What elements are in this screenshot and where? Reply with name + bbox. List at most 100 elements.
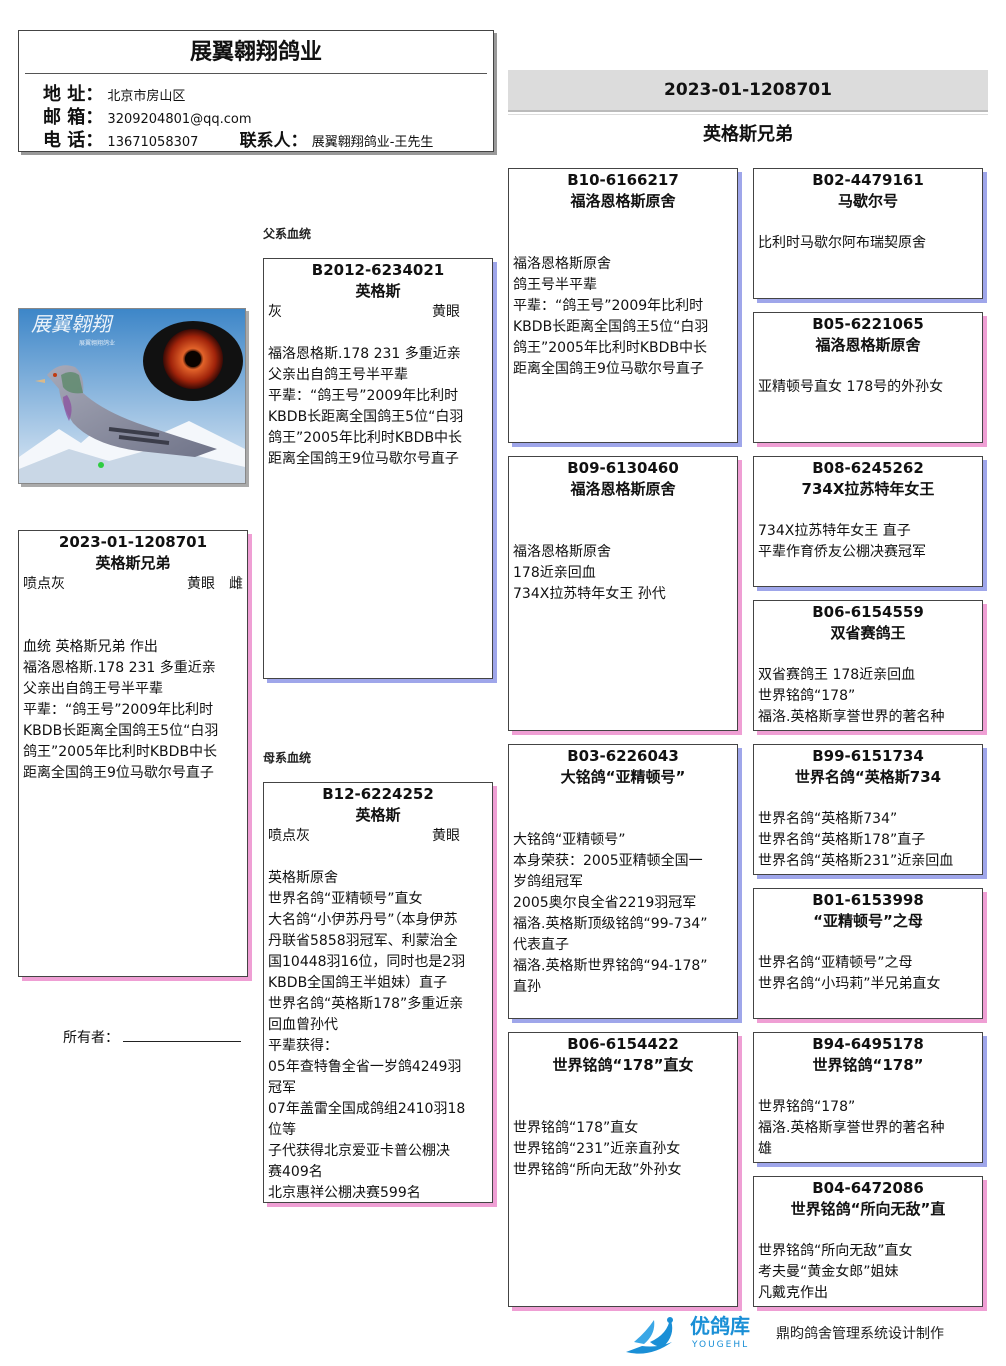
email-row: 邮 箱： 3209204801@qq.com — [43, 107, 493, 130]
great-grandparent-desc: 双省赛鸽王 178近亲回血 世界铭鸽“178” 福洛.英格斯享誉世界的著名种 — [754, 665, 982, 728]
great-grandparent-ring: B94-6495178 — [754, 1034, 982, 1055]
top-pigeon-name: 英格斯兄弟 — [508, 122, 988, 148]
dam-card: B12-6224252 英格斯 喷点灰 黄眼 英格斯原舍 世界名鸽“亚精顿号”直… — [263, 782, 493, 1203]
great-grandparent-ring: B08-6245262 — [754, 458, 982, 479]
great-grandparent-card: B08-6245262 734X拉苏特年女王 734X拉苏特年女王 直子 平辈作… — [753, 456, 983, 587]
great-grandparent-desc: 734X拉苏特年女王 直子 平辈作育侨友公棚决赛冠军 — [754, 521, 982, 563]
great-grandparent-card: B01-6153998 “亚精顿号”之母 世界名鸽“亚精顿号”之母 世界名鸽“小… — [753, 888, 983, 1019]
grandparent-name: 大铭鸽“亚精顿号” — [509, 767, 737, 788]
great-grandparent-desc: 世界铭鸽“所向无敌”直女 考夫曼“黄金女郎”姐妹 凡戴克作出 — [754, 1241, 982, 1304]
subject-ring: 2023-01-1208701 — [19, 532, 247, 553]
owner-label: 所有者： — [63, 1030, 119, 1046]
address-row: 地 址： 北京市房山区 — [43, 84, 493, 107]
great-grandparent-card: B02-4479161 马歇尔号 比利时马歇尔阿布瑞契原舍 — [753, 168, 983, 299]
great-grandparent-name: 双省赛鸽王 — [754, 623, 982, 644]
great-grandparent-ring: B04-6472086 — [754, 1178, 982, 1199]
subject-card: 2023-01-1208701 英格斯兄弟 喷点灰 黄眼 雌 血统 英格斯兄弟 … — [18, 530, 248, 977]
dam-color: 喷点灰 — [268, 826, 310, 847]
email-value: 3209204801@qq.com — [107, 112, 251, 127]
phone-row: 电 话： 13671058307 联系人： 展翼翱翔鸽业-王先生 — [43, 130, 493, 152]
sire-ring: B2012-6234021 — [264, 260, 492, 281]
great-grandparent-ring: B02-4479161 — [754, 170, 982, 191]
pigeon-photo-image: 展翼翱翔 展翼翱翔鸽业 — [19, 309, 245, 483]
subject-sex: 雌 — [229, 574, 243, 595]
great-grandparent-ring: B01-6153998 — [754, 890, 982, 911]
yougeku-logo-icon — [620, 1312, 686, 1360]
grandparent-card: B06-6154422 世界铭鸽“178”直女 世界铭鸽“178”直女 世界铭鸽… — [508, 1032, 738, 1307]
pigeon-photo: 展翼翱翔 展翼翱翔鸽业 — [18, 308, 246, 484]
sire-desc: 福洛恩格斯.178 231 多重近亲 父亲出自鸽王号半平辈 平辈：“鸽王号”20… — [264, 344, 492, 470]
contact-label: 联系人： — [240, 131, 308, 151]
great-grandparent-name: 马歇尔号 — [754, 191, 982, 212]
great-grandparent-ring: B06-6154559 — [754, 602, 982, 623]
great-grandparent-ring: B05-6221065 — [754, 314, 982, 335]
dam-desc: 英格斯原舍 世界名鸽“亚精顿号”直女 大名鸽“小伊苏丹号”（本身伊苏 丹联省58… — [264, 868, 492, 1203]
mother-lineage-label: 母系血统 — [263, 749, 311, 766]
subject-desc: 血统 英格斯兄弟 作出 福洛恩格斯.178 231 多重近亲 父亲出自鸽王号半平… — [19, 637, 247, 784]
owner-line: 所有者： — [63, 1028, 241, 1048]
great-grandparent-desc: 亚精顿号直女 178号的外孙女 — [754, 377, 982, 398]
ring-band: 2023-01-1208701 — [508, 70, 988, 112]
great-grandparent-card: B99-6151734 世界名鸽“英格斯734 世界名鸽“英格斯734” 世界名… — [753, 744, 983, 875]
great-grandparent-name: 734X拉苏特年女王 — [754, 479, 982, 500]
great-grandparent-name: 世界名鸽“英格斯734 — [754, 767, 982, 788]
sire-eye: 黄眼 — [432, 302, 460, 323]
grandparent-card: B09-6130460 福洛恩格斯原舍 福洛恩格斯原舍 178近亲回血 734X… — [508, 456, 738, 731]
footer-brand: 优鸽库 — [690, 1314, 750, 1338]
owner-blank — [123, 1041, 241, 1042]
great-grandparent-name: 世界铭鸽“所向无敌”直 — [754, 1199, 982, 1220]
grandparent-ring: B10-6166217 — [509, 170, 737, 191]
kennel-title: 展翼翱翔鸽业 — [19, 33, 493, 73]
great-grandparent-ring: B99-6151734 — [754, 746, 982, 767]
great-grandparent-desc: 世界名鸽“英格斯734” 世界名鸽“英格斯178”直子 世界名鸽“英格斯231”… — [754, 809, 982, 872]
grandparent-ring: B09-6130460 — [509, 458, 737, 479]
dam-name: 英格斯 — [264, 805, 492, 826]
great-grandparent-name: 福洛恩格斯原舍 — [754, 335, 982, 356]
great-grandparent-desc: 比利时马歇尔阿布瑞契原舍 — [754, 233, 982, 254]
sire-name: 英格斯 — [264, 281, 492, 302]
great-grandparent-name: 世界铭鸽“178” — [754, 1055, 982, 1076]
footer-credit: 鼎昀鸽舍管理系统设计制作 — [776, 1323, 944, 1343]
dam-ring: B12-6224252 — [264, 784, 492, 805]
top-ring-number: 2023-01-1208701 — [508, 70, 988, 110]
dam-eye: 黄眼 — [432, 826, 460, 847]
dam-attrs: 喷点灰 黄眼 — [264, 826, 492, 847]
great-grandparent-desc: 世界名鸽“亚精顿号”之母 世界名鸽“小玛莉”半兄弟直女 — [754, 953, 982, 995]
grandparent-desc: 福洛恩格斯原舍 178近亲回血 734X拉苏特年女王 孙代 — [509, 542, 737, 605]
phone-label: 电 话： — [43, 130, 103, 151]
grandparent-desc: 世界铭鸽“178”直女 世界铭鸽“231”近亲直孙女 世界铭鸽“所向无敌”外孙女 — [509, 1118, 737, 1181]
svg-text:展翼翱翔鸽业: 展翼翱翔鸽业 — [79, 339, 115, 347]
svg-text:展翼翱翔: 展翼翱翔 — [31, 312, 114, 336]
sire-attrs: 灰 黄眼 — [264, 302, 492, 323]
subject-color: 喷点灰 — [23, 574, 187, 595]
address-label: 地 址： — [43, 84, 103, 105]
great-grandparent-card: B06-6154559 双省赛鸽王 双省赛鸽王 178近亲回血 世界铭鸽“178… — [753, 600, 983, 731]
great-grandparent-card: B05-6221065 福洛恩格斯原舍 亚精顿号直女 178号的外孙女 — [753, 312, 983, 443]
sire-card: B2012-6234021 英格斯 灰 黄眼 福洛恩格斯.178 231 多重近… — [263, 258, 493, 679]
great-grandparent-card: B94-6495178 世界铭鸽“178” 世界铭鸽“178” 福洛.英格斯享誉… — [753, 1032, 983, 1163]
great-grandparent-card: B04-6472086 世界铭鸽“所向无敌”直 世界铭鸽“所向无敌”直女 考夫曼… — [753, 1176, 983, 1307]
phone-value: 13671058307 — [107, 132, 235, 152]
subject-eye: 黄眼 — [187, 574, 215, 595]
grandparent-name: 世界铭鸽“178”直女 — [509, 1055, 737, 1076]
grandparent-desc: 大铭鸽“亚精顿号” 本身荣获：2005亚精顿全国一 岁鸽组冠军 2005奥尔良全… — [509, 830, 737, 998]
header-box: 展翼翱翔鸽业 地 址： 北京市房山区 邮 箱： 3209204801@qq.co… — [18, 30, 494, 152]
contact-value: 展翼翱翔鸽业-王先生 — [312, 135, 434, 150]
grandparent-card: B03-6226043 大铭鸽“亚精顿号” 大铭鸽“亚精顿号” 本身荣获：200… — [508, 744, 738, 1019]
top-band-line — [508, 114, 988, 115]
grandparent-ring: B03-6226043 — [509, 746, 737, 767]
great-grandparent-desc: 世界铭鸽“178” 福洛.英格斯享誉世界的著名种 雄 — [754, 1097, 982, 1160]
footer-brand-en: YOUGEHL — [692, 1340, 749, 1350]
grandparent-desc: 福洛恩格斯原舍 鸽王号半平辈 平辈：“鸽王号”2009年比利时 KBDB长距离全… — [509, 254, 737, 380]
grandparent-name: 福洛恩格斯原舍 — [509, 191, 737, 212]
email-label: 邮 箱： — [43, 107, 103, 128]
footer: 优鸽库 YOUGEHL 鼎昀鸽舍管理系统设计制作 — [620, 1310, 1000, 1362]
sire-color: 灰 — [268, 302, 282, 323]
subject-name: 英格斯兄弟 — [19, 553, 247, 574]
grandparent-ring: B06-6154422 — [509, 1034, 737, 1055]
father-lineage-label: 父系血统 — [263, 225, 311, 242]
grandparent-card: B10-6166217 福洛恩格斯原舍 福洛恩格斯原舍 鸽王号半平辈 平辈：“鸽… — [508, 168, 738, 443]
great-grandparent-name: “亚精顿号”之母 — [754, 911, 982, 932]
grandparent-name: 福洛恩格斯原舍 — [509, 479, 737, 500]
address-value: 北京市房山区 — [107, 89, 185, 104]
